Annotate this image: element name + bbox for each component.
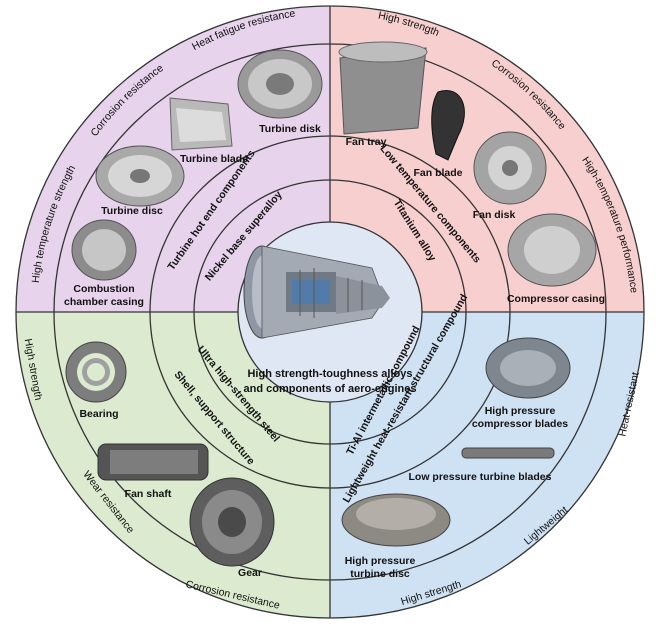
- fan-shaft-image: [97, 443, 209, 481]
- turbine-blade-image: [169, 97, 233, 151]
- label-fan-disk: Fan disk: [473, 209, 516, 221]
- label-fan-tray: Fan tray: [346, 136, 387, 148]
- bearing-image: [65, 341, 127, 403]
- label-fan-shaft: Fan shaft: [125, 488, 172, 500]
- gear-image: [189, 477, 275, 567]
- label-gear: Gear: [238, 567, 262, 579]
- label-hp-compressor-line1: High pressure: [485, 405, 556, 417]
- lp-turbine-blades-image: [461, 447, 555, 459]
- combustion-casing-image: [71, 219, 137, 281]
- label-bearing: Bearing: [79, 408, 118, 420]
- label-combustion-casing-line1: Combustion: [73, 283, 134, 295]
- label-hp-turbine-disc-line1: High pressure: [345, 555, 416, 567]
- fan-blade-image: [431, 90, 465, 161]
- turbine-disk-image: [237, 49, 323, 119]
- fan-tray-image: [338, 41, 428, 135]
- compressor-casing-image: [507, 213, 597, 287]
- hp-turbine-disc-image: [341, 493, 451, 547]
- engine-image: [243, 245, 390, 339]
- hp-compressor-blades-image: [485, 337, 571, 399]
- component-labels: Turbine disk Turbine blade Turbine disc …: [64, 123, 605, 580]
- label-turbine-blade: Turbine blade: [180, 153, 248, 165]
- label-combustion-casing-line2: chamber casing: [64, 296, 144, 308]
- center-title-line2: and components of aero-engines: [244, 383, 417, 395]
- label-fan-blade: Fan blade: [413, 167, 462, 179]
- label-lp-turbine-blades: Low pressure turbine blades: [409, 471, 552, 483]
- label-turbine-disk: Turbine disk: [259, 123, 321, 135]
- center-title-line1: High strength-toughness alloys: [247, 368, 412, 380]
- fan-disk-image: [473, 131, 547, 205]
- center-text: High strength-toughness alloys and compo…: [244, 368, 417, 395]
- label-turbine-disc: Turbine disc: [101, 205, 163, 217]
- label-compressor-casing: Compressor casing: [507, 293, 605, 305]
- label-hp-compressor-line2: compressor blades: [472, 418, 568, 430]
- turbine-disc-image: [95, 145, 185, 207]
- label-hp-turbine-disc-line2: turbine disc: [350, 568, 410, 580]
